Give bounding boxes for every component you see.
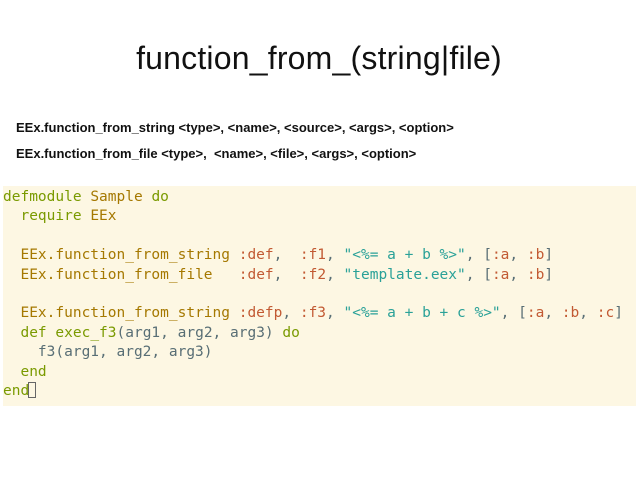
code-token: , xyxy=(579,305,597,322)
code-token: :def xyxy=(238,247,274,264)
code-token xyxy=(3,364,20,380)
code-token: :b xyxy=(526,247,545,264)
code-token: , xyxy=(326,266,344,283)
code-line-11: end xyxy=(3,381,636,401)
code-token xyxy=(3,247,20,263)
code-line-4: EEx.function_from_string :def, :f1, "<%=… xyxy=(3,246,636,265)
code-line-2: require EEx xyxy=(3,207,636,226)
code-line-1: defmodule Sample do xyxy=(3,188,636,207)
code-token: "<%= a + b + c %>" xyxy=(343,305,501,322)
code-token: EEx.function_from_file xyxy=(20,266,213,283)
code-line-8: def exec_f3(arg1, arg2, arg3) do xyxy=(3,324,636,343)
code-token: ] xyxy=(614,305,623,322)
code-token: :a xyxy=(491,247,510,264)
code-token xyxy=(3,208,20,224)
code-token: EEx.function_from_string xyxy=(20,305,230,322)
code-token: end xyxy=(3,382,30,399)
code-token: f3(arg1, arg2, arg3) xyxy=(37,344,213,361)
code-token: defmodule xyxy=(3,189,82,205)
code-token: , xyxy=(326,247,344,264)
code-token: , xyxy=(282,305,300,322)
text-cursor-icon xyxy=(28,381,37,398)
code-token: EEx.function_from_string xyxy=(20,247,230,264)
signature-function-from-file: EEx.function_from_file <type>, <name>, <… xyxy=(16,146,417,161)
code-token: :c xyxy=(596,305,615,322)
code-token: , xyxy=(326,305,344,322)
code-token: do xyxy=(151,189,169,205)
code-token: , [ xyxy=(500,305,527,322)
code-line-9: f3(arg1, arg2, arg3) xyxy=(3,343,636,362)
code-token xyxy=(3,305,20,321)
code-token: "<%= a + b %>" xyxy=(343,247,466,264)
code-token: def xyxy=(20,324,47,341)
code-token: Sample xyxy=(90,189,143,205)
code-token: require xyxy=(20,208,82,225)
code-token: exec_f3 xyxy=(55,324,117,341)
code-token xyxy=(3,344,38,360)
code-token xyxy=(3,267,20,283)
code-token: :f1 xyxy=(299,247,327,264)
code-token: ] xyxy=(544,247,554,264)
code-token: , xyxy=(544,305,562,322)
code-token: :b xyxy=(526,266,545,283)
code-token xyxy=(82,208,91,224)
code-token: , xyxy=(509,247,527,264)
code-token: , xyxy=(273,266,300,283)
code-token: :def xyxy=(238,266,274,283)
code-token: :defp xyxy=(238,305,283,322)
code-token: :b xyxy=(561,305,580,322)
code-line-7: EEx.function_from_string :defp, :f3, "<%… xyxy=(3,304,636,323)
code-token xyxy=(3,325,20,341)
code-token: ] xyxy=(544,266,554,283)
code-token: , xyxy=(273,247,300,264)
code-token: do xyxy=(282,324,300,341)
code-token xyxy=(230,247,239,263)
code-token: end xyxy=(20,363,47,380)
slide-title: function_from_(string|file) xyxy=(136,40,502,76)
code-token xyxy=(213,267,239,283)
code-token: :a xyxy=(526,305,545,322)
signature-function-from-string: EEx.function_from_string <type>, <name>,… xyxy=(16,120,454,135)
code-token: , [ xyxy=(465,247,492,264)
code-line-6 xyxy=(3,285,636,304)
code-token: :a xyxy=(491,266,510,283)
code-block: defmodule Sample do require EEx EEx.func… xyxy=(3,186,636,406)
code-token xyxy=(82,189,91,205)
code-token: :f3 xyxy=(299,305,327,322)
code-token: (arg1, arg2, arg3) xyxy=(116,324,283,341)
code-token: "template.eex" xyxy=(343,266,466,283)
code-line-3 xyxy=(3,227,636,246)
code-token xyxy=(230,305,239,321)
code-line-10: end xyxy=(3,363,636,382)
code-token: , [ xyxy=(465,266,492,283)
code-line-5: EEx.function_from_file :def, :f2, "templ… xyxy=(3,266,636,285)
code-token: EEx xyxy=(90,208,117,225)
code-token: , xyxy=(509,266,527,283)
code-token: :f2 xyxy=(299,266,327,283)
